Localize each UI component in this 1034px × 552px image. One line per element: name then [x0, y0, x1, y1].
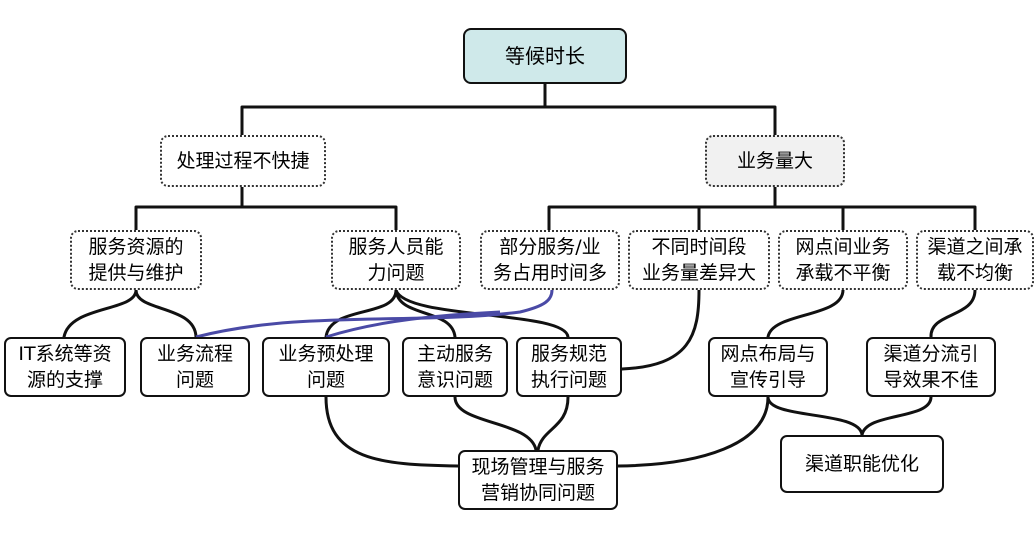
connector-role: [766, 395, 933, 437]
node-l3-active: 主动服务 意识问题: [402, 337, 508, 397]
node-l2-channel: 渠道之间承 载不均衡: [916, 230, 1034, 290]
node-l3-norm: 服务规范 执行问题: [516, 337, 622, 397]
node-l2-resource: 服务资源的 提供与维护: [70, 230, 202, 290]
connector-l1-left: [134, 185, 398, 232]
connector-resource: [62, 288, 198, 339]
node-l3-flow: 业务流程 问题: [140, 337, 250, 397]
node-l4-site: 现场管理与服务 营销协同问题: [458, 450, 618, 510]
node-l3-divert: 渠道分流引 导效果不佳: [866, 337, 996, 397]
connector-channel: [929, 288, 977, 339]
connector-site: [324, 395, 770, 468]
connector-root: [240, 82, 777, 137]
connector-branch: [766, 288, 845, 339]
node-l2-branch: 网点间业务 承载不平衡: [778, 230, 908, 290]
node-l2-partial: 部分服务/业 务占用时间多: [480, 230, 620, 290]
node-root: 等候时长: [463, 28, 627, 84]
connector-staff: [324, 288, 570, 339]
node-l3-layout: 网点布局与 宣传引导: [708, 337, 828, 397]
node-l4-role: 渠道职能优化: [780, 435, 944, 493]
node-l2-time: 不同时间段 业务量差异大: [628, 230, 770, 290]
connector-l1-right: [547, 185, 977, 232]
connector-time: [620, 288, 701, 371]
node-l3-pre: 业务预处理 问题: [262, 337, 390, 397]
node-l3-it: IT系统等资 源的支撑: [4, 337, 126, 397]
connector-blue-link-2: [325, 310, 501, 339]
connector-blue-link: [195, 289, 554, 339]
node-l1-right: 业务量大: [705, 135, 845, 187]
node-l1-left: 处理过程不快捷: [160, 135, 326, 187]
node-l2-staff: 服务人员能 力问题: [331, 230, 461, 290]
